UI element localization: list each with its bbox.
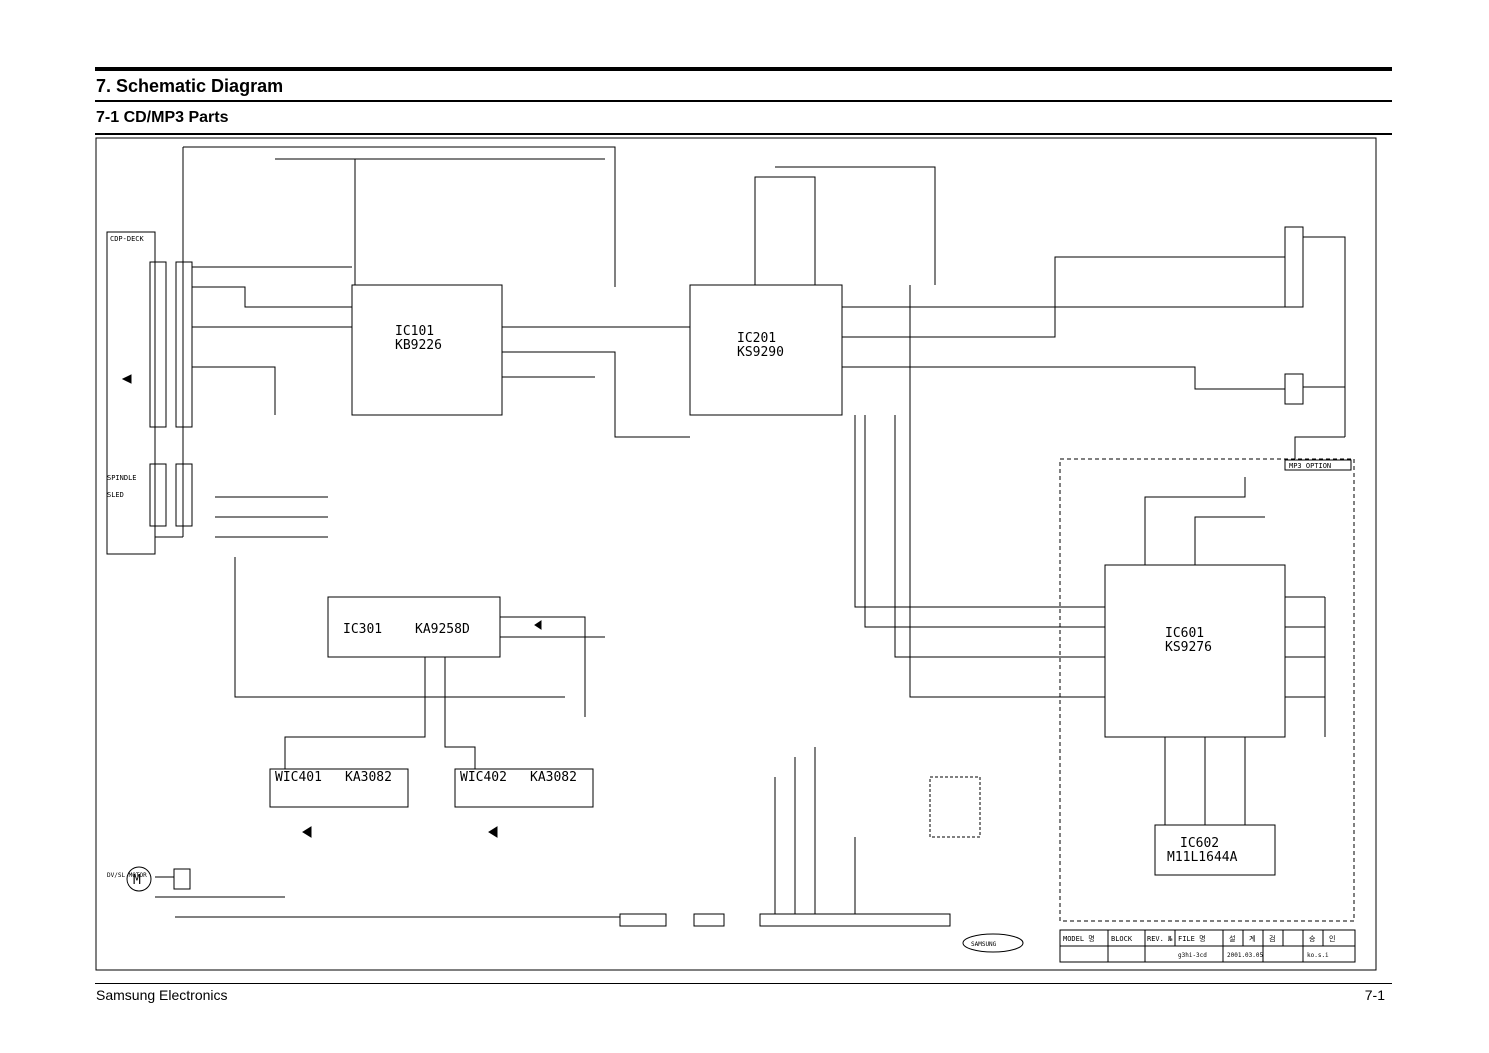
bottom-connector-2 [693, 913, 725, 927]
samsung-logo-text: SAMSUNG [971, 941, 997, 948]
ic602-part: M11L1644A [1167, 850, 1238, 865]
wire-deck-1 [192, 266, 352, 415]
spindle-connector [149, 463, 167, 527]
wire-bottom-bus [155, 876, 620, 918]
bottom-connector-1 [619, 913, 667, 927]
motor-symbol [126, 866, 152, 892]
tb-file-value: g3hi-3cd [1178, 952, 1207, 959]
deck-connector [149, 261, 167, 428]
wire-ic301-left [215, 496, 565, 698]
ic301-ref: IC301 [343, 622, 382, 637]
motor-label: DV/SL MOTOR [107, 872, 147, 879]
ic602-body [1154, 824, 1276, 876]
wire-mp3-right [1285, 596, 1326, 737]
motor-connector [173, 868, 191, 890]
sled-label: SLED [107, 491, 124, 499]
option-dashed-box [929, 776, 981, 838]
tb-block: BLOCK [1111, 935, 1133, 943]
wire-vertical-2 [854, 415, 1105, 628]
wire-bus-top [183, 146, 616, 287]
samsung-logo [962, 933, 1024, 953]
wic401-ref: WIC401 [275, 770, 322, 785]
motor-symbol-label: M [133, 873, 141, 888]
mp3-option-tag [1284, 459, 1352, 471]
wic402-part: KA3082 [530, 770, 577, 785]
spindle-label: SPINDLE [107, 474, 137, 482]
wire-ic301-right [500, 616, 605, 717]
mp3-option-box [1059, 458, 1355, 922]
top-rule [95, 67, 1392, 71]
footer-company: Samsung Electronics [96, 987, 228, 1003]
schematic-diagram: CDP-DECK SPINDLE SLED MP3 OPTION M DV/SL… [95, 137, 1377, 971]
ic101-ref: IC101 [395, 324, 434, 339]
tb-designer-value: ko.s.i [1307, 952, 1329, 959]
tb-date-value: 2001.03.05 [1227, 952, 1264, 959]
tb-file: FILE 명 [1178, 934, 1206, 943]
ic601-ref: IC601 [1165, 626, 1204, 641]
wire-ic601-ic602 [1164, 737, 1246, 825]
tb-col5: 설 [1229, 935, 1235, 943]
spindle-connector-2 [175, 463, 193, 527]
ic101-part: KB9226 [395, 338, 442, 353]
section-subtitle: 7-1 CD/MP3 Parts [96, 109, 229, 126]
tb-col9: 인 [1329, 934, 1335, 943]
wire-to-wic [284, 657, 476, 769]
wic401-body [269, 768, 409, 808]
wic401-part: KA3082 [345, 770, 392, 785]
wire-right-bus [1294, 236, 1346, 459]
tb-col7: 검 [1269, 935, 1275, 943]
ic201-body [689, 284, 843, 416]
ic101-body [351, 284, 503, 416]
right-connector-mid [1284, 373, 1304, 405]
bottom-connector-3 [759, 913, 951, 927]
ic601-part: KS9276 [1165, 640, 1212, 655]
wire-mp3-top [1144, 477, 1265, 565]
subtitle-rule [95, 133, 1392, 135]
wire-ic101-ic201 [502, 326, 690, 438]
wire-bottom-bus-2 [774, 747, 856, 914]
tb-model: MODEL 명 [1063, 934, 1095, 943]
ic201-part: KS9290 [737, 345, 784, 360]
title-rule [95, 100, 1392, 102]
deck-connector-2 [175, 261, 193, 428]
mp3-option-label: MP3 OPTION [1289, 462, 1331, 470]
ic201-ref: IC201 [737, 331, 776, 346]
wire-vertical-1 [894, 285, 1105, 698]
footer-rule [95, 983, 1392, 984]
right-connector-top [1284, 226, 1304, 308]
footer-page-number: 7-1 [1364, 987, 1385, 1003]
wic402-ref: WIC402 [460, 770, 507, 785]
wire-ic201-top [754, 166, 936, 285]
cdp-deck-box [106, 231, 156, 555]
wic402-body [454, 768, 594, 808]
ic301-body [327, 596, 501, 658]
page-title: 7. Schematic Diagram [96, 76, 284, 96]
ic301-part: KA9258D [415, 622, 470, 637]
schematic-frame [95, 137, 1377, 971]
wire-bus-left [155, 147, 184, 538]
ic602-ref: IC602 [1180, 836, 1219, 851]
cdp-deck-label: CDP-DECK [110, 235, 145, 243]
tb-col6: 계 [1249, 934, 1255, 943]
tb-col8: 승 [1309, 935, 1316, 943]
wire-ic201-right [842, 256, 1285, 390]
tb-rev: REV. № [1147, 935, 1173, 943]
